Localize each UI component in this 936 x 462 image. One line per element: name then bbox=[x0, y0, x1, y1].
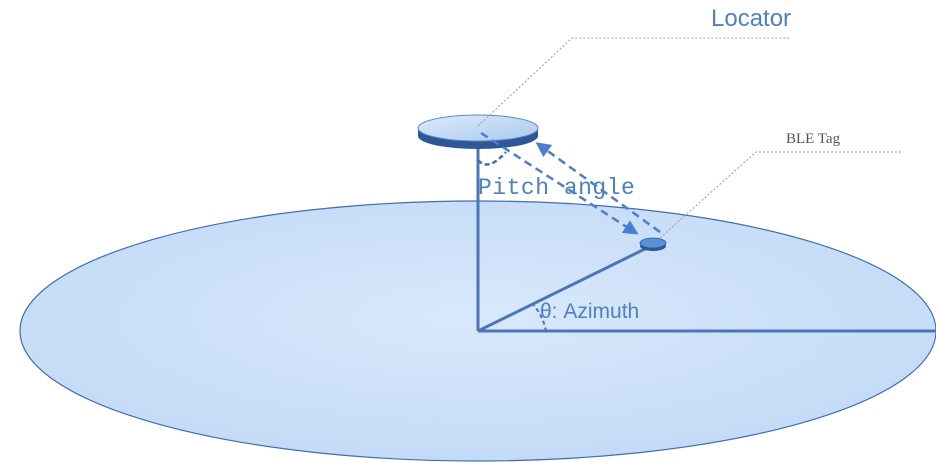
azimuth-label: θ: Azimuth bbox=[540, 300, 639, 323]
pitch-angle-label: Pitch angle bbox=[478, 175, 635, 201]
pitch-angle-arc bbox=[477, 151, 507, 166]
tag-projection-line bbox=[477, 242, 656, 333]
locator-disc bbox=[417, 114, 539, 142]
signal-arrow-down bbox=[480, 131, 639, 235]
locator-disc-side bbox=[418, 128, 538, 149]
ble-tag-leader-line bbox=[659, 151, 902, 239]
ble-tag-label: BLE Tag bbox=[786, 131, 841, 147]
ble-tag-disc bbox=[639, 237, 667, 249]
locator-label: Locator bbox=[711, 5, 791, 32]
azimuth-arc bbox=[531, 302, 547, 332]
locator-leader-line bbox=[477, 37, 790, 127]
